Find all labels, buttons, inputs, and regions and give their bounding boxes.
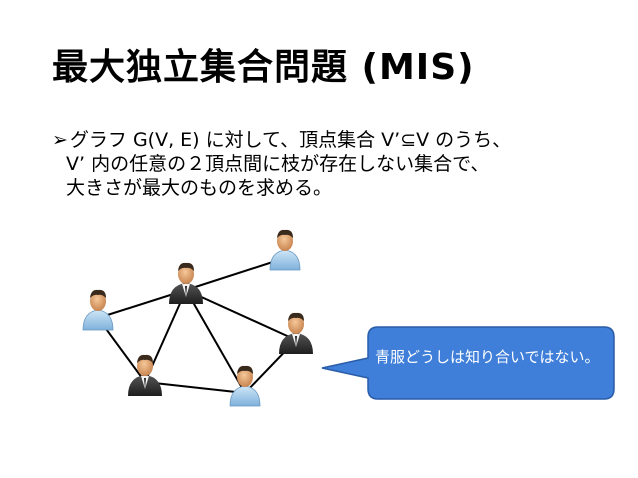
callout-text: 青服どうしは知り合いではない。: [375, 348, 600, 366]
body-line-1: ➢グラフ G(V, E) に対して、頂点集合 V’⊆V のうち、: [52, 128, 511, 152]
body-line-3: 大きさが最大のものを求める。: [66, 177, 333, 199]
body-line-1-text: グラフ G(V, E) に対して、頂点集合 V’⊆V のうち、: [69, 129, 512, 151]
arrow-bullet-icon: ➢: [52, 129, 68, 151]
edge-p5-p6: [144, 381, 246, 394]
person-icon-p1: [82, 289, 114, 331]
person-icon-p6: [229, 365, 261, 407]
person-icon-p5: [128, 354, 162, 396]
graph-edges: [97, 257, 297, 394]
edge-p2-p6: [185, 289, 246, 394]
person-icon-p3: [269, 229, 301, 271]
slide-body: ➢グラフ G(V, E) に対して、頂点集合 V’⊆V のうち、 V’ 内の任意…: [52, 128, 511, 200]
person-icon-p2: [169, 262, 203, 304]
body-line-2: V’ 内の任意の２頂点間に枝が存在しない集合で、: [66, 153, 490, 175]
slide-title: 最大独立集合問題 (MIS): [52, 47, 475, 88]
person-icon-p4: [279, 312, 313, 354]
edge-p2-p4: [185, 289, 297, 341]
speech-bubble: [321, 326, 615, 400]
edge-p2-p3: [185, 257, 286, 291]
